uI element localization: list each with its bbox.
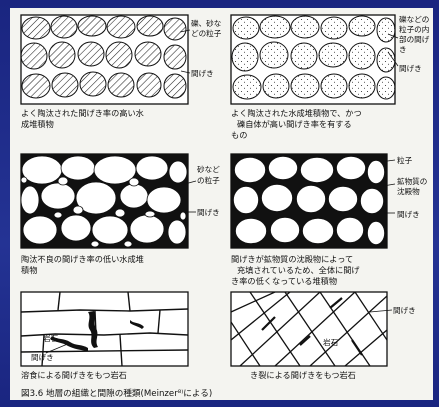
panel-3-diagram <box>20 153 197 249</box>
panel-2-label-3: 部の間げ <box>399 34 430 44</box>
panel-5-caption: 溶食による間げきをもつ岩石 <box>21 370 127 380</box>
panel-3-caption-2: 積物 <box>21 265 37 275</box>
panel-6-caption: き裂による間げきをもつ岩石 <box>250 370 356 380</box>
panel-4-label-grain: 粒子 <box>397 155 413 165</box>
panel-4-diagram <box>230 153 396 249</box>
panel-4-label-deposit-2: 沈殿物 <box>397 186 420 196</box>
panel-3-label-1: 砂など <box>197 164 220 174</box>
panel-2-label-4: き <box>399 45 407 54</box>
panel-2-label-2: 粒子の内 <box>399 24 429 34</box>
panel-4-label-deposit-1: 鉱物質の <box>397 176 427 186</box>
figure-caption: 図3.6 地層の組織と間隙の種類(Meinzer⁸⁾による) <box>21 387 212 399</box>
panel-1-label-grain-2: どの粒子 <box>191 28 222 38</box>
panel-3-label-pore: 間げき <box>197 208 220 217</box>
panel-1-caption-1: よく陶汰された間げき率の高い水 <box>21 108 144 118</box>
panel-4-caption-3: き率の低くなっている堆積物 <box>231 276 337 286</box>
panel-4-label-pore: 間げき <box>397 210 420 219</box>
panel-5-diagram <box>20 291 189 367</box>
panel-2-caption-3: もの <box>231 130 247 140</box>
panel-2-label-pore: 間げき <box>399 64 422 73</box>
panel-4-caption-1: 間げきが鉱物質の沈殿物によって <box>231 254 353 264</box>
panel-3-caption-1: 陶汰不良の間げき率の低い水成堆 <box>21 254 144 264</box>
panel-1-label-grain: 礫、砂な <box>191 18 222 28</box>
panel-2-diagram <box>230 14 399 105</box>
panel-2-caption-2: 礫自体が高い間げき率を有する <box>237 119 352 129</box>
panel-4-caption-2: 充填されているため、全体に間げ <box>237 265 360 275</box>
panel-3-label-2: の粒子 <box>197 175 220 185</box>
panel-1-label-pore: 間げき <box>191 69 214 78</box>
panel-5-label-rock: 岩石 <box>43 333 59 343</box>
panel-6-label-rock: 岩石 <box>323 337 339 347</box>
panel-1-caption-2: 成堆積物 <box>21 119 54 129</box>
panel-2-caption-1: よく陶汰された水成堆積物で、かつ <box>231 108 362 118</box>
panel-2-label-1: 礫などの <box>399 14 429 24</box>
panel-6-label-pore: 間げき <box>393 306 416 315</box>
panel-5-label-pore: 間げき <box>31 353 54 362</box>
panel-6-diagram <box>230 291 393 367</box>
panel-1-diagram <box>20 14 191 105</box>
